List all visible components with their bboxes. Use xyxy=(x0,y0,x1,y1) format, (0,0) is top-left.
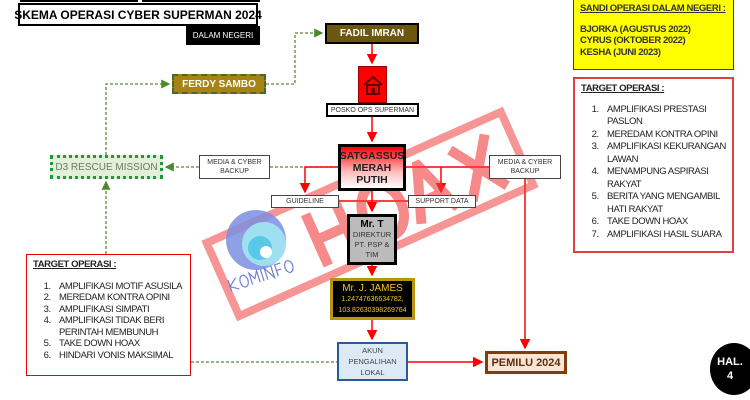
kominfo-logo xyxy=(218,200,308,295)
node-d3-rescue: D3 RESCUE MISSION xyxy=(50,155,163,179)
list-item: MENAMPUNG ASPIRASI RAKYAT xyxy=(601,166,726,191)
list-item: AMPLIFIKASI HASIL SUARA xyxy=(601,229,726,242)
top-box-fragment xyxy=(20,0,138,2)
list-item: HINDARI VONIS MAKSIMAL xyxy=(53,350,184,362)
node-media-right: MEDIA & CYBER BACKUP xyxy=(489,155,561,179)
node-posko: POSKO OPS SUPERMAN xyxy=(326,103,419,117)
page-number-badge: HAL. 4 xyxy=(710,343,750,395)
list-item: AMPLIFIKASI MOTIF ASUSILA xyxy=(53,281,184,293)
list-item: BERITA YANG MENGAMBIL HATI RAKYAT xyxy=(601,191,726,216)
left-target-heading: TARGET OPERASI : xyxy=(33,259,117,270)
node-guideline: GUIDELINE xyxy=(271,195,339,208)
list-item: BJORKA (AGUSTUS 2022) xyxy=(580,23,691,35)
left-target-box: TARGET OPERASI : AMPLIFIKASI MOTIF ASUSI… xyxy=(26,254,191,376)
node-akun-pengalihan: AKUN PENGALIHAN LOKAL xyxy=(337,342,408,381)
james-name: Mr. J. JAMES xyxy=(342,282,403,294)
node-support-data: SUPPORT DATA xyxy=(408,195,476,208)
james-coords-2: 103.82630398269764 xyxy=(338,306,407,314)
list-item: TAKE DOWN HOAX xyxy=(601,216,726,229)
node-pemilu-2024: PEMILU 2024 xyxy=(485,351,567,374)
page-label: HAL. xyxy=(717,356,743,368)
list-item: AMPLIFIKASI KEKURANGAN LAWAN xyxy=(601,141,726,166)
list-item: AMPLIFIKASI PRESTASI PASLON xyxy=(601,104,726,129)
subtitle: DALAM NEGERI xyxy=(186,26,260,45)
mr-t-name: Mr. T xyxy=(360,218,384,230)
james-coords-1: 1.24747636634782, xyxy=(341,295,404,303)
list-item: TAKE DOWN HOAX xyxy=(53,338,184,350)
sandi-heading: SANDI OPERASI DALAM NEGERI : xyxy=(580,3,726,14)
list-item: MEREDAM KONTRA OPINI xyxy=(53,292,184,304)
right-target-heading: TARGET OPERASI : xyxy=(581,83,665,94)
kominfo-logo-lettering xyxy=(227,260,294,292)
node-ferdy-sambo: FERDY SAMBO xyxy=(172,74,266,94)
list-item: KESHA (JUNI 2023) xyxy=(580,46,661,58)
node-satgassus: SATGASSUS MERAH PUTIH xyxy=(338,144,406,191)
mr-t-desc: DIREKTUR PT. PSP & TIM xyxy=(352,229,392,259)
node-fadil-imran: FADIL IMRAN xyxy=(325,23,419,44)
top-box-fragment xyxy=(142,0,260,2)
list-item: AMPLIFIKASI TIDAK BERI PERINTAH MEMBUNUH xyxy=(53,315,184,338)
node-media-left: MEDIA & CYBER BACKUP xyxy=(199,155,270,179)
list-item: MEREDAM KONTRA OPINI xyxy=(601,129,726,142)
list-item: CYRUS (OKTOBER 2022) xyxy=(580,35,686,46)
sandi-box: SANDI OPERASI DALAM NEGERI : BJORKA (AGU… xyxy=(573,0,734,70)
page-title: SKEMA OPERASI CYBER SUPERMAN 2024 xyxy=(14,3,262,26)
house-icon xyxy=(358,66,387,103)
node-mr-t: Mr. T DIREKTUR PT. PSP & TIM xyxy=(347,214,397,265)
right-target-box: TARGET OPERASI : AMPLIFIKASI PRESTASI PA… xyxy=(573,77,734,253)
list-item: AMPLIFIKASI SIMPATI xyxy=(53,304,184,316)
node-mr-j-james: Mr. J. JAMES 1.24747636634782, 103.82630… xyxy=(330,278,415,320)
page-number: 4 xyxy=(726,370,734,382)
